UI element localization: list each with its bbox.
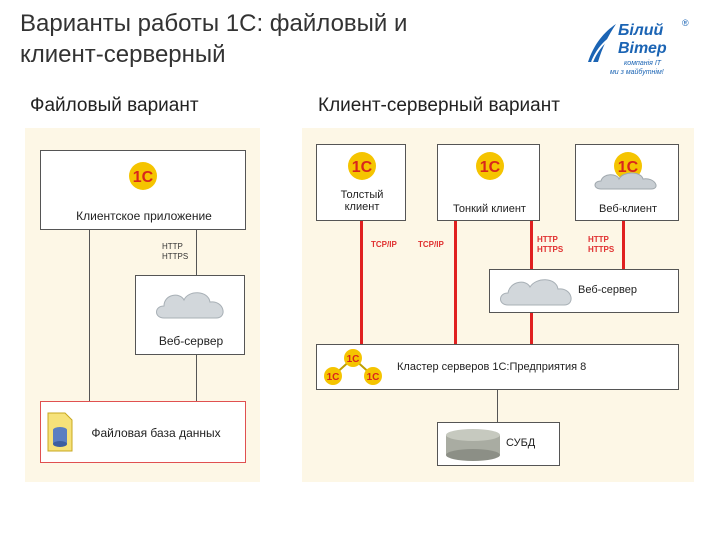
brand-name-1: Білий — [618, 22, 664, 39]
page-title: Варианты работы 1С: файловый и клиент-се… — [20, 8, 540, 70]
brand-logo: Білий Вітер компанія IT ми з майбутнім! … — [584, 18, 696, 82]
tcpip-label: TCP/IP — [371, 240, 397, 249]
thin-client-label: Тонкий клиент — [453, 203, 526, 215]
protocol-label: HTTP HTTPS — [162, 242, 189, 261]
connector-line — [196, 355, 197, 401]
file-database-label: Файловая база данных — [91, 426, 221, 440]
web-server-label: Веб-сервер — [158, 334, 224, 348]
cs-web-server-box: Веб-сервер — [489, 269, 679, 313]
dbms-connector — [497, 390, 498, 422]
logo-1c-icon: 1С — [123, 161, 163, 196]
database-icon — [446, 429, 500, 461]
svg-text:1С: 1С — [367, 372, 380, 383]
svg-text:1С: 1С — [352, 159, 373, 176]
cloud-icon — [156, 292, 224, 319]
cloud-icon — [594, 172, 657, 190]
thick-client-box: 1С Толстый клиент — [316, 144, 406, 221]
logo-1c-icon: 1С — [470, 151, 510, 186]
http-connector — [530, 221, 533, 269]
web-client-label: Веб-клиент — [598, 203, 658, 215]
thick-client-label: Толстый клиент — [340, 189, 384, 213]
dbms-label: СУБД — [506, 437, 536, 449]
brand-tagline-2: ми з майбутнім! — [610, 69, 664, 76]
title-line-1: Варианты работы 1С: файловый и — [20, 10, 408, 37]
cloud-icon — [500, 279, 572, 306]
connector-line — [89, 229, 90, 401]
svg-text:1С: 1С — [618, 159, 639, 176]
web-server-box: Веб-сервер — [135, 275, 245, 355]
cluster-nodes-icon: 1С 1С 1С — [324, 349, 382, 385]
brand-tagline-1: компанія IT — [624, 60, 662, 67]
title-line-2: клиент-серверный — [20, 41, 226, 68]
svg-text:1С: 1С — [327, 372, 340, 383]
logo-1c-icon: 1С — [342, 151, 382, 186]
client-server-heading: Клиент-серверный вариант — [318, 95, 560, 116]
cs-web-server-label: Веб-сервер — [578, 284, 637, 296]
http-connector — [530, 313, 533, 344]
registered-mark: ® — [682, 18, 689, 28]
http-connector — [622, 221, 625, 269]
svg-text:1С: 1С — [480, 159, 501, 176]
client-app-label: Клиентское приложение — [76, 209, 212, 223]
file-variant-heading: Файловый вариант — [30, 95, 199, 116]
tcpip-connector — [360, 221, 363, 344]
web-client-box: 1С Веб-клиент — [575, 144, 679, 221]
dbms-box: СУБД — [437, 422, 560, 466]
server-cluster-label: Кластер серверов 1С:Предприятия 8 — [397, 361, 587, 373]
connector-line — [196, 229, 197, 275]
client-application-box: 1С Клиентское приложение — [40, 150, 246, 230]
tcpip-label: TCP/IP — [418, 240, 444, 249]
file-database-box: Файловая база данных — [40, 401, 246, 463]
brand-name-2: Вітер — [618, 40, 667, 57]
server-cluster-box: 1С 1С 1С Кластер серверов 1С:Предприятия… — [316, 344, 679, 390]
database-file-icon — [47, 412, 73, 452]
tcpip-connector — [454, 221, 457, 344]
thin-client-box: 1С Тонкий клиент — [437, 144, 540, 221]
http-label: HTTP HTTPS — [537, 235, 564, 254]
http-label: HTTP HTTPS — [588, 235, 615, 254]
svg-text:1С: 1С — [347, 354, 360, 365]
svg-text:1С: 1С — [133, 169, 154, 186]
brand-swoosh-icon — [588, 24, 616, 63]
